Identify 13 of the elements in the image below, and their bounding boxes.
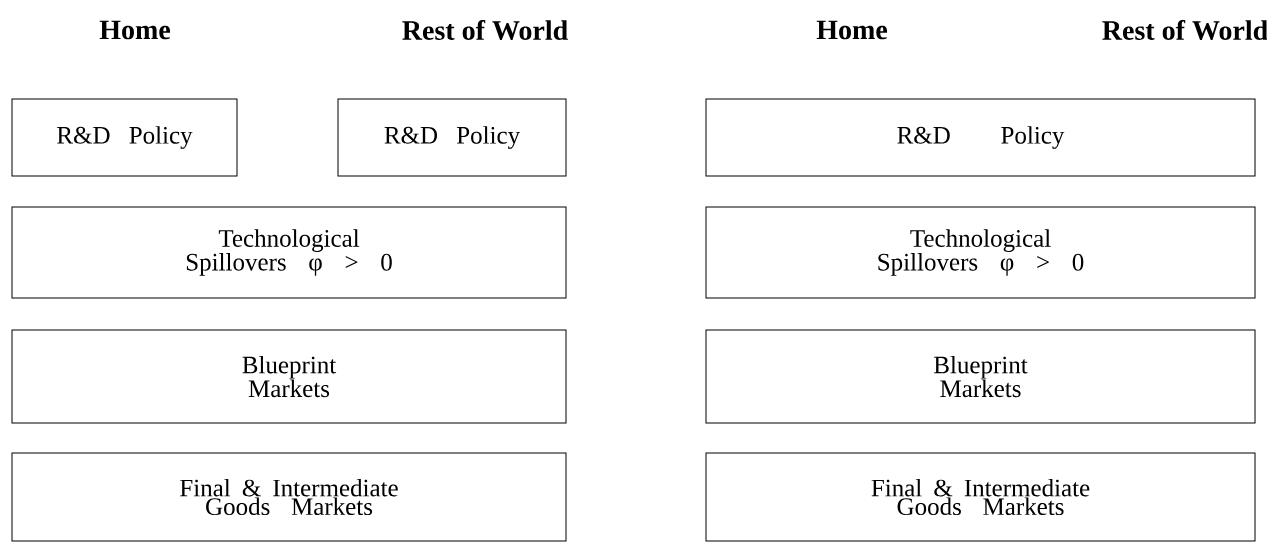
column-heading: Home [816, 20, 888, 40]
text-box: R&D Policy [11, 98, 238, 177]
text-box: Final & Intermediate Goods Markets [11, 452, 567, 542]
text-box: Technological Spillovers φ > 0 [11, 206, 567, 299]
text-box: R&D Policy [337, 98, 567, 177]
text-box: Blueprint Markets [705, 329, 1256, 424]
text-box: Blueprint Markets [11, 329, 567, 424]
text-box: Final & Intermediate Goods Markets [705, 452, 1256, 542]
text-box: Technological Spillovers φ > 0 [705, 206, 1256, 299]
column-heading: Rest of World [1102, 19, 1267, 41]
column-heading: Rest of World [402, 19, 568, 41]
column-heading: Home [99, 20, 171, 40]
text-box: R&D Policy [705, 98, 1256, 177]
